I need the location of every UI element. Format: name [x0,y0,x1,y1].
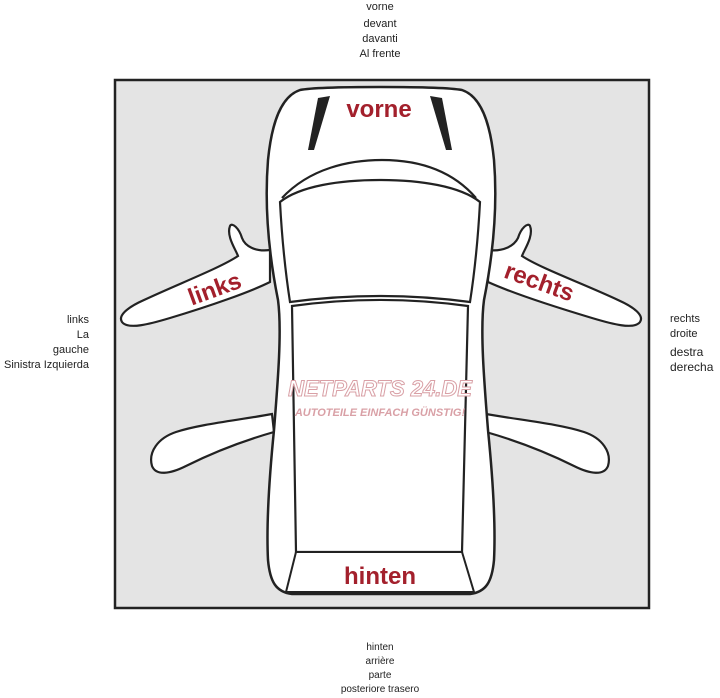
right-headlight-mark [430,96,452,150]
front-label-es: Al frente [359,48,401,60]
rear-label-de: hinten [366,642,394,653]
left-label-de: links [66,314,89,326]
hood-line [281,158,477,199]
left-label-fr-2: gauche [52,344,89,356]
watermark-tagline: AUTOTEILE EINFACH GÜNSTIG! [294,406,466,419]
roof-outline [290,298,470,554]
left-label-it-es: Sinistra Izquierda [4,359,89,371]
rear-label-red: hinten [344,563,416,590]
left-rear-door-outline [150,412,276,474]
right-rear-door-outline [484,412,610,474]
rear-label-fr: arrière [365,656,395,667]
rear-window-outline [284,551,476,593]
right-front-door-outline [486,223,643,327]
front-label-red: vorne [346,96,411,123]
front-label-de: vorne [366,1,394,13]
front-label-fr: devant [363,18,397,30]
watermark-logo: NETPARTS 24.DE [288,376,473,401]
right-label-fr: droite [670,328,698,340]
left-headlight-mark [308,96,330,150]
left-label-fr-1: La [76,329,89,341]
left-front-door-outline [119,223,272,327]
left-direction-labels: links La gauche Sinistra Izquierda [4,313,89,373]
right-label-it: destra [670,345,704,359]
right-direction-labels: rechts droite destra derecha [670,312,713,375]
rear-direction-labels: hinten arrière parte posteriore trasero [0,641,720,697]
right-label-de: rechts [670,313,700,325]
rear-label-it: parte [368,670,392,681]
front-direction-labels: vorne devant davanti Al frente [0,0,720,62]
right-label-es: derecha [670,360,714,374]
front-label-it: davanti [362,33,398,45]
windshield-outline [278,178,482,304]
rear-label-es: posteriore trasero [340,684,420,695]
